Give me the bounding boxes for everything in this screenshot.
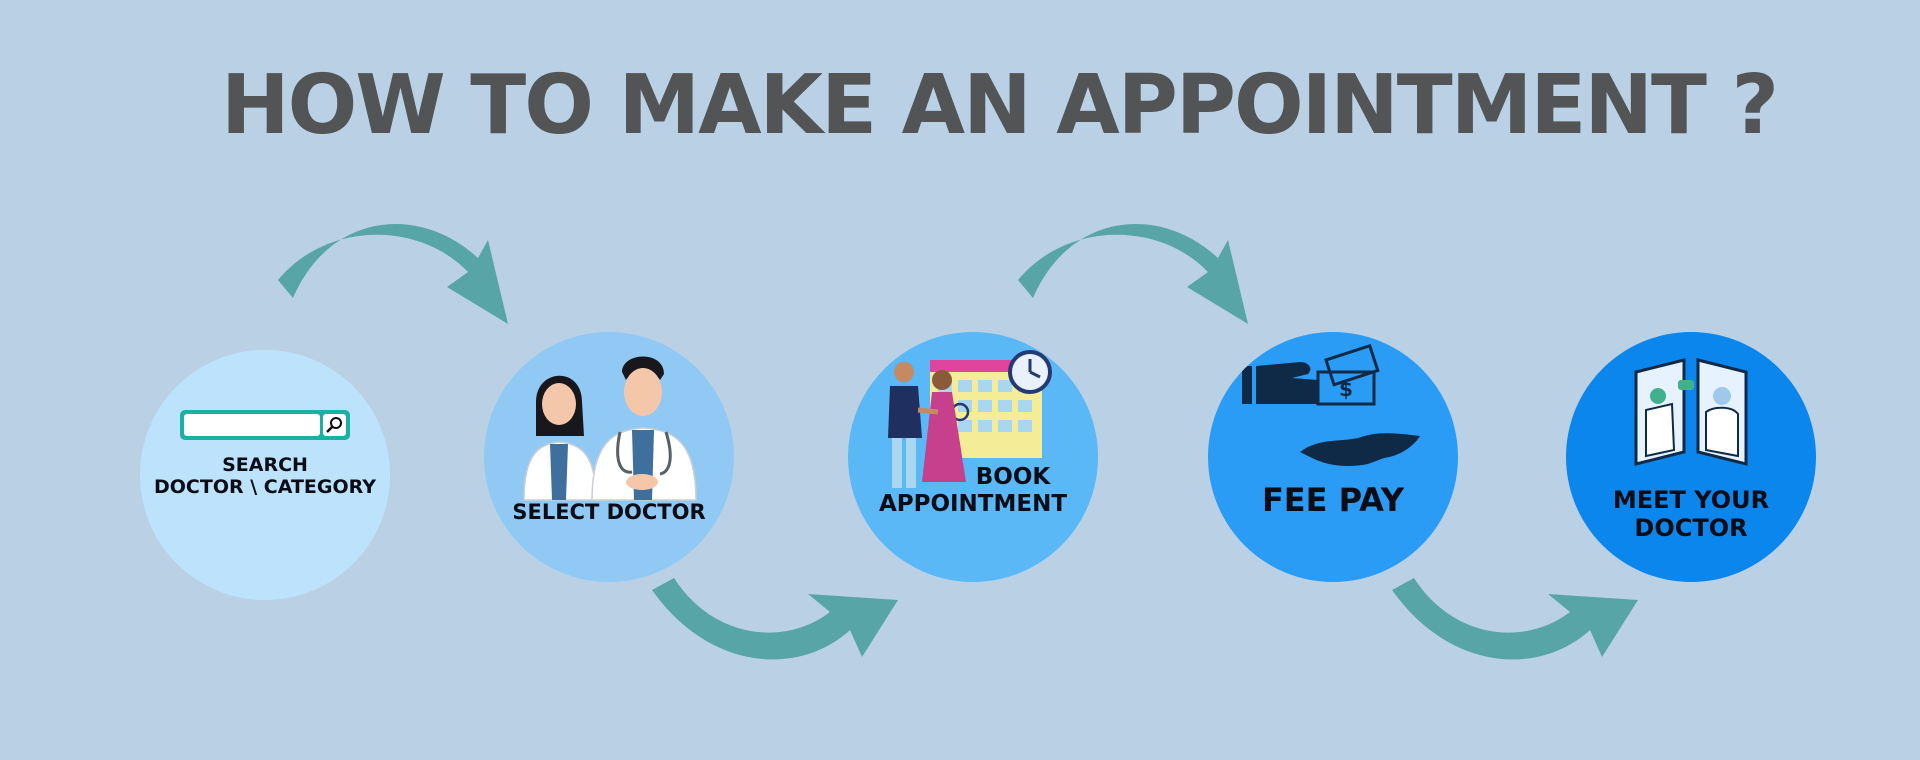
step-label-line: SEARCH	[222, 454, 308, 476]
arrow-step1-to-step2	[278, 223, 508, 324]
step-label: SELECT DOCTOR	[484, 500, 734, 525]
payment-hands-icon: $	[1242, 343, 1420, 466]
arrow-step2-to-step3	[652, 578, 898, 660]
step-label-line: MEET YOUR	[1612, 486, 1770, 514]
step-label: FEE PAY	[1208, 481, 1458, 520]
step-label: MEET YOUR DOCTOR	[1566, 486, 1816, 543]
search-bar-icon	[180, 410, 350, 440]
doctors-icon	[523, 356, 697, 501]
step-label-line: APPOINTMENT	[878, 491, 1068, 518]
step-label: BOOK APPOINTMENT	[848, 464, 1098, 518]
step-meet-doctor: MEET YOUR DOCTOR	[1566, 332, 1816, 582]
video-consult-icon	[1634, 358, 1748, 466]
page-title: HOW TO MAKE AN APPOINTMENT ?	[220, 58, 1779, 153]
step-label-line: DOCTOR \ CATEGORY	[154, 476, 376, 499]
step-label: SEARCH DOCTOR \ CATEGORY	[140, 454, 390, 499]
svg-text:$: $	[1339, 377, 1353, 401]
step-label-line: FEE PAY	[1261, 481, 1405, 519]
step-label-line: SELECT DOCTOR	[512, 500, 706, 524]
step-label-line: BOOK	[975, 464, 1051, 490]
step-label-line: DOCTOR	[1634, 514, 1748, 543]
step-search-doctor: SEARCH DOCTOR \ CATEGORY	[140, 350, 390, 600]
arrow-step4-to-step5	[1392, 578, 1638, 660]
arrow-step3-to-step4	[1018, 223, 1248, 324]
step-book-appointment: BOOK APPOINTMENT	[848, 332, 1098, 582]
calendar-handshake-icon	[888, 350, 1052, 488]
step-fee-pay: $ FEE PAY	[1208, 332, 1458, 582]
step-select-doctor: SELECT DOCTOR	[484, 332, 734, 582]
